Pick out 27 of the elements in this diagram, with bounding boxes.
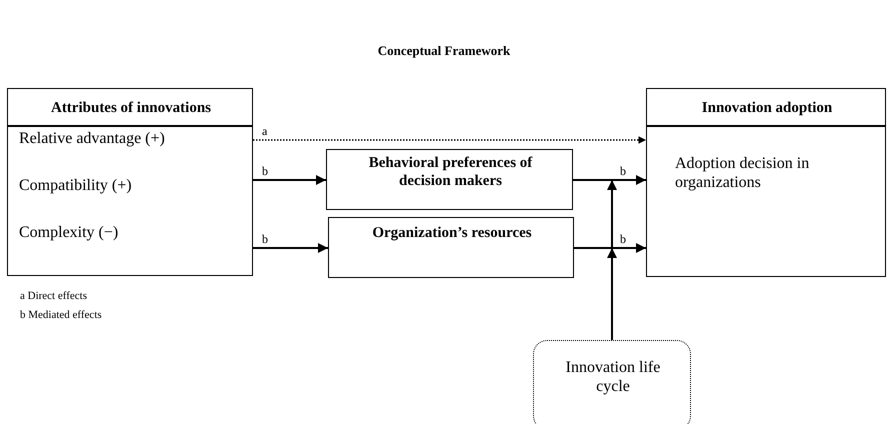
attribute-item: Relative advantage (+) (19, 129, 165, 148)
outcome-box (646, 88, 886, 277)
edge-label: b (262, 233, 268, 245)
attribute-item: Compatibility (+) (19, 176, 132, 196)
box-heading: Attributes of innovations (50, 99, 212, 117)
arrow (253, 136, 646, 144)
edge-label: b (262, 165, 268, 177)
box-text: Adoption decision in organizations (675, 154, 810, 192)
mediator-box (326, 149, 573, 210)
arrow (253, 175, 326, 185)
box-text: Behavioral preferences of decision makers (368, 154, 534, 190)
arrow (574, 243, 646, 253)
arrow (253, 243, 328, 253)
note-text: b Mediated effects (20, 309, 102, 321)
arrow (607, 248, 617, 340)
mediator-box (328, 217, 574, 278)
note-text: a Direct effects (20, 290, 87, 302)
moderator-box (533, 340, 691, 424)
edge-label: b (620, 165, 626, 177)
attribute-item: Complexity (−) (19, 223, 118, 242)
box-text: Organization’s resources (371, 224, 533, 242)
edge-label: b (620, 233, 626, 245)
attribute-box (7, 88, 253, 276)
box-text: Innovation life cycle (564, 358, 662, 396)
arrow (573, 175, 646, 185)
diagram-title: Conceptual Framework (376, 43, 512, 59)
box-heading: Innovation adoption (700, 99, 834, 117)
